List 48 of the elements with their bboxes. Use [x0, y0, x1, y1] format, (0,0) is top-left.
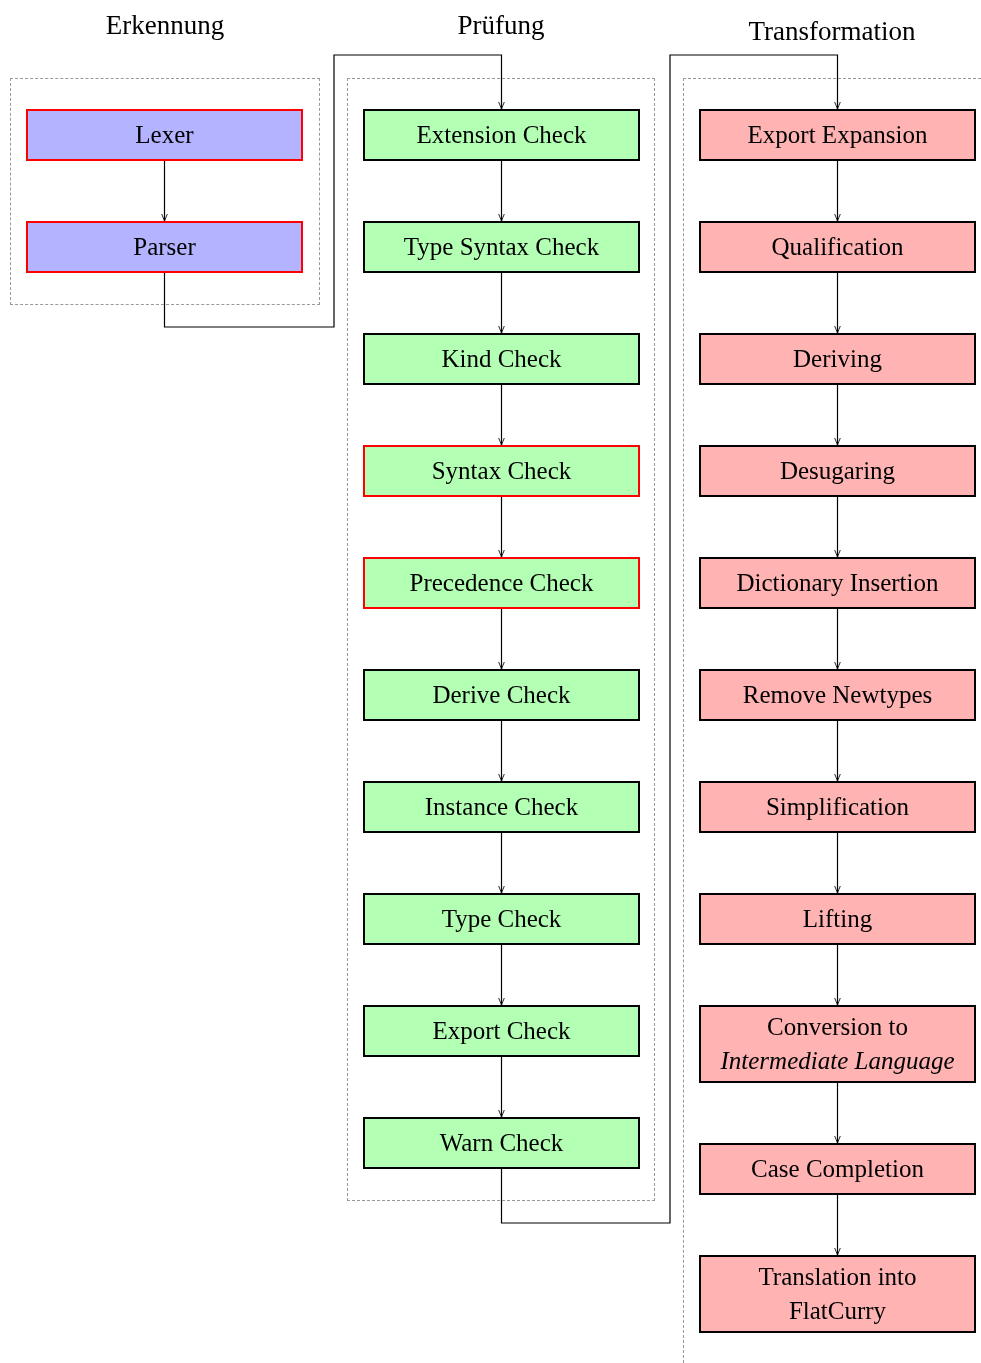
process-box: Export Expansion [699, 109, 976, 161]
arrow [834, 384, 841, 446]
arrow [834, 1194, 841, 1256]
process-box: Dictionary Insertion [699, 557, 976, 609]
arrow [498, 160, 505, 222]
arrow [498, 832, 505, 894]
arrow [498, 944, 505, 1006]
arrow [498, 496, 505, 558]
process-box: Remove Newtypes [699, 669, 976, 721]
process-box: Desugaring [699, 445, 976, 497]
process-box: Qualification [699, 221, 976, 273]
process-box: Precedence Check [363, 557, 640, 609]
arrow [498, 272, 505, 334]
arrow [163, 54, 505, 328]
process-box: Syntax Check [363, 445, 640, 497]
arrow [834, 608, 841, 670]
process-box: Deriving [699, 333, 976, 385]
arrow [834, 832, 841, 894]
process-box: Lexer [26, 109, 303, 161]
arrow [834, 160, 841, 222]
process-box: Simplification [699, 781, 976, 833]
process-box: Type Syntax Check [363, 221, 640, 273]
arrow [834, 720, 841, 782]
process-box: Extension Check [363, 109, 640, 161]
arrow [834, 944, 841, 1006]
group-title: Transformation [747, 16, 917, 47]
arrow [834, 272, 841, 334]
process-box: Case Completion [699, 1143, 976, 1195]
arrow [161, 160, 168, 222]
process-box: Lifting [699, 893, 976, 945]
arrow [500, 54, 841, 1224]
process-box: Type Check [363, 893, 640, 945]
process-box: Derive Check [363, 669, 640, 721]
process-box: Translation into FlatCurry [699, 1255, 976, 1333]
arrow [498, 720, 505, 782]
arrow [498, 608, 505, 670]
arrow [498, 384, 505, 446]
process-box: Instance Check [363, 781, 640, 833]
process-box: Parser [26, 221, 303, 273]
process-box: Conversion to Intermediate Language [699, 1005, 976, 1083]
group-title: Erkennung [104, 10, 226, 41]
arrow [498, 1056, 505, 1118]
arrow [834, 1082, 841, 1144]
process-box: Warn Check [363, 1117, 640, 1169]
group-title: Prüfung [456, 10, 546, 41]
process-box: Export Check [363, 1005, 640, 1057]
arrow [834, 496, 841, 558]
process-box: Kind Check [363, 333, 640, 385]
